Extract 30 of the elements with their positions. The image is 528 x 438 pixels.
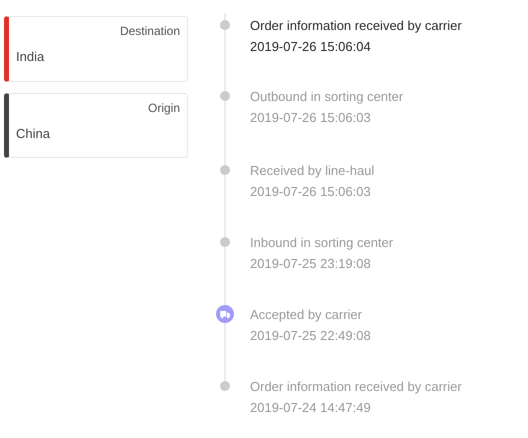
timeline-dot xyxy=(220,91,230,101)
timeline-line xyxy=(224,12,226,20)
timeline-line xyxy=(224,30,226,92)
event-description: Order information received by carrier xyxy=(250,379,462,395)
event-description: Inbound in sorting center xyxy=(250,235,394,251)
location-card xyxy=(4,16,188,82)
country-name: China xyxy=(16,126,50,142)
timeline-dot xyxy=(220,237,230,247)
field-label: Origin xyxy=(148,101,180,115)
event-description: Outbound in sorting center xyxy=(250,89,404,105)
event-timestamp: 2019-07-25 23:19:08 xyxy=(250,256,371,272)
timeline-line xyxy=(224,246,226,306)
truck-icon xyxy=(216,305,234,323)
event-timestamp: 2019-07-26 15:06:03 xyxy=(250,110,371,126)
event-description: Received by line-haul xyxy=(250,163,374,179)
field-label: Destination xyxy=(120,24,180,38)
country-name: India xyxy=(16,49,44,65)
location-card xyxy=(4,93,188,158)
timeline-dot xyxy=(220,381,230,391)
event-timestamp: 2019-07-24 14:47:49 xyxy=(250,400,371,416)
timeline-line xyxy=(224,322,226,382)
timeline-dot xyxy=(220,20,230,30)
event-description: Order information received by carrier xyxy=(250,18,462,34)
event-description: Accepted by carrier xyxy=(250,307,362,323)
timeline-dot xyxy=(220,165,230,175)
timeline-line xyxy=(224,100,226,166)
timeline-line xyxy=(224,174,226,238)
event-timestamp: 2019-07-26 15:06:03 xyxy=(250,184,371,200)
event-timestamp: 2019-07-26 15:06:04 xyxy=(250,39,371,55)
event-timestamp: 2019-07-25 22:49:08 xyxy=(250,328,371,344)
